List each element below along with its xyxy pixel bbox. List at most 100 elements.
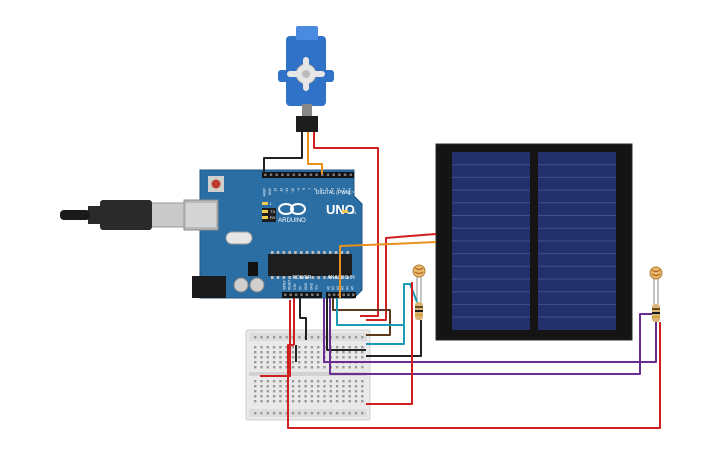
breadboard-hole[interactable]: [298, 385, 301, 388]
breadboard-hole[interactable]: [335, 385, 339, 388]
breadboard-rail-hole[interactable]: [279, 336, 282, 339]
breadboard-hole[interactable]: [279, 400, 282, 403]
breadboard-hole[interactable]: [335, 366, 339, 369]
breadboard-hole[interactable]: [323, 390, 326, 393]
analog-pin[interactable]: [352, 293, 355, 297]
power-pin[interactable]: [311, 293, 314, 297]
breadboard-hole[interactable]: [291, 366, 295, 369]
breadboard-hole[interactable]: [291, 390, 295, 393]
breadboard-hole[interactable]: [279, 356, 282, 359]
breadboard-hole[interactable]: [361, 400, 364, 403]
breadboard-hole[interactable]: [291, 361, 295, 364]
digital-pin[interactable]: [286, 173, 290, 177]
breadboard-hole[interactable]: [342, 366, 345, 369]
digital-pin[interactable]: [303, 173, 307, 177]
breadboard-hole[interactable]: [285, 361, 288, 364]
breadboard-hole[interactable]: [335, 400, 339, 403]
breadboard-hole[interactable]: [335, 351, 339, 354]
breadboard-hole[interactable]: [272, 346, 276, 349]
breadboard-hole[interactable]: [329, 395, 332, 398]
digital-pin[interactable]: [309, 173, 313, 177]
breadboard-hole[interactable]: [291, 395, 295, 398]
breadboard-hole[interactable]: [342, 346, 345, 349]
breadboard-hole[interactable]: [342, 390, 345, 393]
breadboard-hole[interactable]: [285, 395, 288, 398]
breadboard-rail-hole[interactable]: [361, 336, 364, 339]
breadboard-hole[interactable]: [260, 366, 263, 369]
power-pin[interactable]: [300, 293, 303, 297]
breadboard-hole[interactable]: [266, 390, 269, 393]
breadboard-hole[interactable]: [279, 351, 282, 354]
breadboard-hole[interactable]: [298, 400, 301, 403]
breadboard-hole[interactable]: [317, 390, 320, 393]
digital-pin[interactable]: [264, 173, 267, 177]
photoresistor-1[interactable]: [412, 264, 426, 302]
breadboard-hole[interactable]: [291, 351, 295, 354]
breadboard-hole[interactable]: [310, 346, 314, 349]
breadboard-hole[interactable]: [285, 346, 288, 349]
breadboard-rail-hole[interactable]: [291, 412, 295, 415]
breadboard-hole[interactable]: [285, 351, 288, 354]
breadboard-hole[interactable]: [304, 390, 307, 393]
breadboard-hole[interactable]: [304, 385, 307, 388]
power-pin[interactable]: [289, 293, 292, 297]
analog-pin[interactable]: [337, 293, 341, 297]
breadboard-hole[interactable]: [348, 366, 351, 369]
breadboard-hole[interactable]: [317, 356, 320, 359]
breadboard-hole[interactable]: [254, 366, 257, 369]
breadboard-hole[interactable]: [348, 395, 351, 398]
digital-pin[interactable]: [281, 173, 284, 177]
breadboard-hole[interactable]: [323, 366, 326, 369]
breadboard-hole[interactable]: [260, 390, 263, 393]
breadboard-hole[interactable]: [317, 346, 320, 349]
breadboard-hole[interactable]: [361, 390, 364, 393]
breadboard-rail-hole[interactable]: [266, 412, 269, 415]
breadboard-hole[interactable]: [298, 380, 301, 383]
breadboard-hole[interactable]: [285, 380, 288, 383]
breadboard-rail-hole[interactable]: [298, 412, 301, 415]
wire-ldr2-signal[interactable]: [329, 298, 652, 375]
power-pin[interactable]: [305, 293, 309, 297]
photoresistor-2[interactable]: [649, 266, 663, 304]
breadboard-hole[interactable]: [317, 366, 320, 369]
breadboard-rail-hole[interactable]: [317, 336, 320, 339]
breadboard-hole[interactable]: [298, 395, 301, 398]
breadboard-hole[interactable]: [323, 400, 326, 403]
breadboard-hole[interactable]: [342, 351, 345, 354]
resistor-1[interactable]: [415, 302, 423, 320]
wire-solar-pos[interactable]: [366, 233, 437, 321]
breadboard-hole[interactable]: [279, 385, 282, 388]
breadboard-hole[interactable]: [260, 351, 263, 354]
breadboard-hole[interactable]: [272, 395, 276, 398]
digital-pin[interactable]: [292, 173, 296, 177]
breadboard-hole[interactable]: [291, 400, 295, 403]
breadboard-hole[interactable]: [266, 380, 269, 383]
power-pin[interactable]: [316, 293, 319, 297]
wire-servo-signal[interactable]: [307, 132, 323, 174]
breadboard-hole[interactable]: [279, 390, 282, 393]
breadboard-hole[interactable]: [354, 366, 358, 369]
breadboard-hole[interactable]: [310, 385, 314, 388]
breadboard-hole[interactable]: [329, 390, 332, 393]
breadboard-hole[interactable]: [304, 351, 307, 354]
breadboard-hole[interactable]: [310, 351, 314, 354]
wire-gnd[interactable]: [299, 298, 307, 340]
breadboard-hole[interactable]: [348, 356, 351, 359]
breadboard-hole[interactable]: [310, 380, 314, 383]
wire-red-ldr1[interactable]: [366, 282, 413, 405]
wire-a0[interactable]: [332, 298, 391, 336]
breadboard-hole[interactable]: [260, 356, 263, 359]
breadboard-rail-hole[interactable]: [266, 336, 269, 339]
breadboard-hole[interactable]: [272, 385, 276, 388]
breadboard-hole[interactable]: [254, 361, 257, 364]
power-pin[interactable]: [284, 293, 287, 297]
breadboard-hole[interactable]: [260, 361, 263, 364]
digital-pin[interactable]: [338, 173, 341, 177]
usb-cable[interactable]: [60, 200, 185, 230]
breadboard-hole[interactable]: [298, 390, 301, 393]
breadboard-rail-hole[interactable]: [254, 412, 257, 415]
breadboard-hole[interactable]: [361, 395, 364, 398]
breadboard-hole[interactable]: [335, 380, 339, 383]
breadboard-rail-hole[interactable]: [272, 412, 276, 415]
breadboard-rail-hole[interactable]: [348, 336, 351, 339]
